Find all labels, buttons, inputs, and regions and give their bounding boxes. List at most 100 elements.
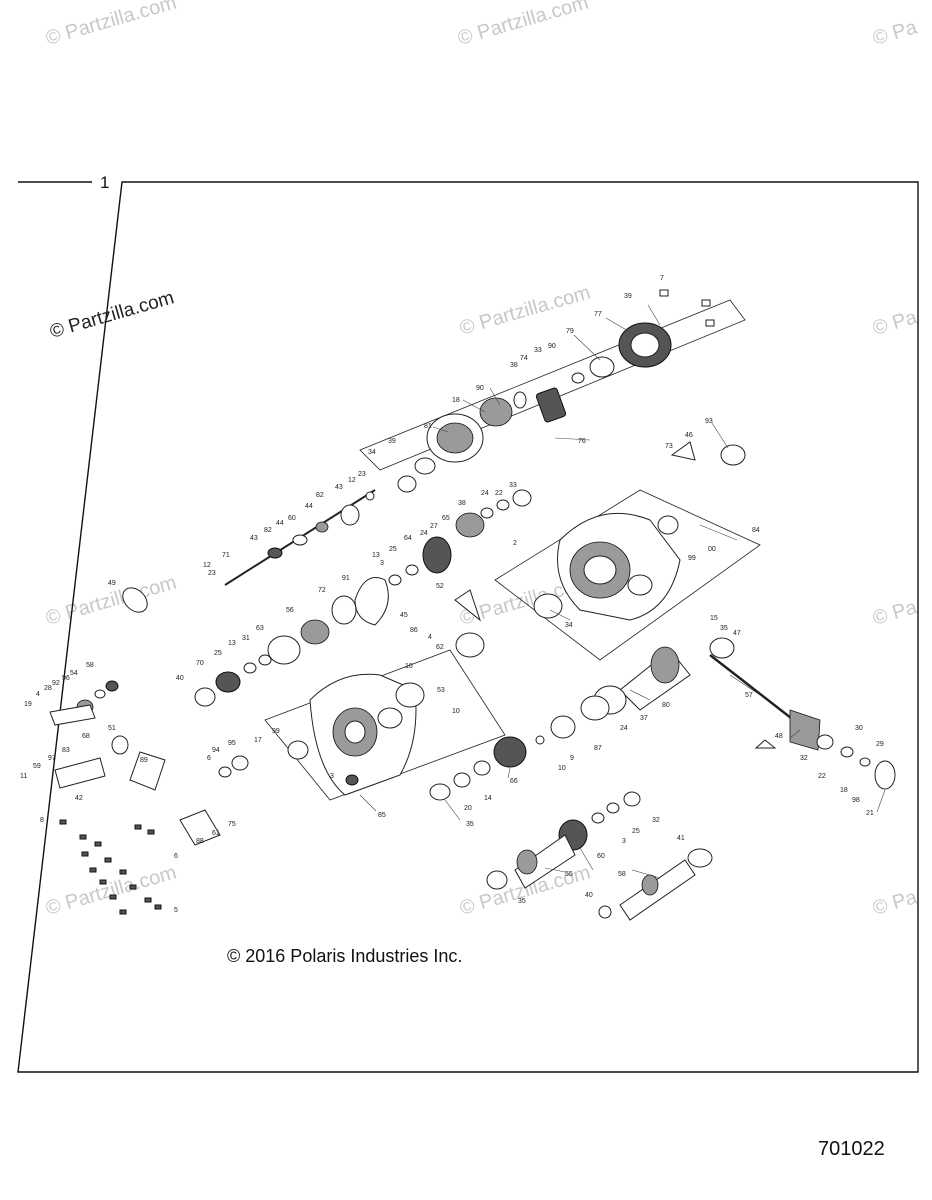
shift-shaft-assembly: [122, 489, 376, 613]
callout-label: 56: [286, 607, 294, 614]
callout-label: 15: [710, 615, 718, 622]
callout-label: 7: [660, 275, 664, 282]
callout-label: 60: [288, 515, 296, 522]
figure-number: 701022: [818, 1138, 885, 1160]
callout-label: 75: [228, 821, 236, 828]
callout-label: 40: [585, 892, 593, 899]
callout-label: 53: [437, 687, 445, 694]
callout-label: 47: [733, 630, 741, 637]
callout-label: 35: [720, 625, 728, 632]
callout-label: 34: [565, 622, 573, 629]
callout-label: 13: [372, 552, 380, 559]
callout-label: 17: [254, 737, 262, 744]
callout-label: 35: [518, 898, 526, 905]
callout-label: 89: [140, 757, 148, 764]
input-shaft-assembly: [194, 489, 532, 707]
callout-label: 79: [566, 328, 574, 335]
callout-label: 12: [348, 477, 356, 484]
callout-label: 38: [510, 362, 518, 369]
callout-label: 28: [44, 685, 52, 692]
callout-label: 90: [548, 343, 556, 350]
callout-label: 33: [509, 482, 517, 489]
callout-label: 58: [86, 662, 94, 669]
countershaft-assembly: [486, 791, 713, 921]
callout-label: 33: [534, 347, 542, 354]
callout-label: 58: [618, 871, 626, 878]
callout-label: 82: [316, 492, 324, 499]
callout-label: 12: [203, 562, 211, 569]
callout-label: 3: [330, 773, 334, 780]
watermark: © Pa: [870, 16, 920, 50]
main-case-assembly: [287, 673, 425, 796]
callout-label: 9: [570, 755, 574, 762]
callout-label: 31: [242, 635, 250, 642]
callout-label: 97: [48, 755, 56, 762]
callout-label: 4: [428, 634, 432, 641]
callout-label: 59: [33, 763, 41, 770]
callout-labels: 7 39 77 79 33 38 90 74 90 18 81 76 34 39…: [20, 275, 884, 914]
callout-label: 44: [305, 503, 313, 510]
callout-label: 83: [62, 747, 70, 754]
output-shaft-assembly: [429, 646, 896, 801]
callout-label: 34: [368, 449, 376, 456]
callout-label: 64: [404, 535, 412, 542]
right-housing: [533, 441, 746, 659]
callout-label: 23: [208, 570, 216, 577]
callout-label: 8: [40, 817, 44, 824]
callout-label: 65: [442, 515, 450, 522]
callout-label: 21: [866, 810, 874, 817]
callout-label: 43: [250, 535, 258, 542]
callout-label: 6: [207, 755, 211, 762]
watermark: © Partzilla.com: [455, 0, 591, 50]
fastener-cluster: [59, 819, 162, 915]
callout-label: 57: [745, 692, 753, 699]
callout-label: 46: [685, 432, 693, 439]
callout-label: 87: [594, 745, 602, 752]
callout-label: 25: [632, 828, 640, 835]
watermark-layer: © Partzilla.com © Partzilla.com © Pa © P…: [43, 0, 920, 920]
callout-label: 98: [852, 797, 860, 804]
callout-label: 95: [228, 740, 236, 747]
leader-lines: [359, 304, 886, 879]
callout-label: 41: [677, 835, 685, 842]
callout-label: 86: [410, 627, 418, 634]
callout-label: 19: [24, 701, 32, 708]
callout-label: 88: [196, 838, 204, 845]
callout-label: 40: [176, 675, 184, 682]
callout-label: 63: [256, 625, 264, 632]
callout-label: 90: [476, 385, 484, 392]
callout-label: 24: [481, 490, 489, 497]
watermark: © Pa: [870, 886, 920, 920]
callout-label: 45: [400, 612, 408, 619]
callout-label: 68: [82, 733, 90, 740]
callout-label: 48: [775, 733, 783, 740]
callout-label: 61: [212, 830, 220, 837]
callout-label: 49: [108, 580, 116, 587]
callout-label: 70: [196, 660, 204, 667]
callout-label: 66: [510, 778, 518, 785]
callout-label: 43: [335, 484, 343, 491]
callout-label: 18: [452, 397, 460, 404]
callout-label: 39: [624, 293, 632, 300]
copyright-text: © 2016 Polaris Industries Inc.: [227, 946, 462, 966]
callout-label: 6: [174, 853, 178, 860]
callout-label: 32: [652, 817, 660, 824]
watermark: © Partzilla.com: [48, 287, 177, 342]
callout-label: 3: [622, 838, 626, 845]
gear-case-assembly: [397, 289, 715, 493]
callout-label: 76: [578, 438, 586, 445]
callout-label: 37: [640, 715, 648, 722]
frame-label: 1: [100, 173, 109, 192]
callout-label: 16: [405, 663, 413, 670]
callout-label: 99: [688, 555, 696, 562]
callout-label: 23: [358, 471, 366, 478]
callout-label: 39: [388, 438, 396, 445]
callout-label: 4: [36, 691, 40, 698]
callout-label: 20: [464, 805, 472, 812]
callout-label: 27: [430, 523, 438, 530]
callout-label: 10: [452, 708, 460, 715]
callout-label: 2: [513, 540, 517, 547]
assembly-frame: 1: [17, 173, 919, 1073]
shift-lever-assembly: [49, 680, 249, 846]
